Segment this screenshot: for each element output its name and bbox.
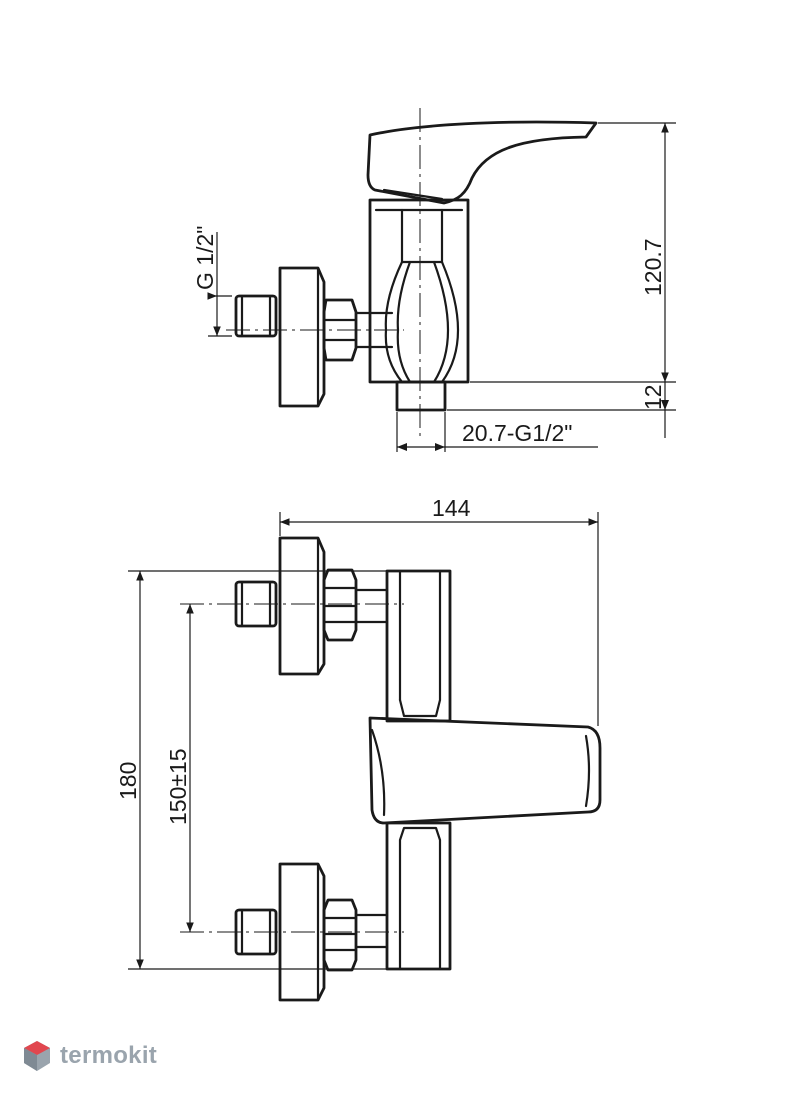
overall-width-label: 144 [432, 495, 471, 521]
logo-text: termokit [60, 1042, 158, 1069]
side-view: G 1/2" 120.7 12 20.7-G1/2" [192, 108, 676, 452]
front-spout [368, 716, 602, 825]
side-eccentric-connector [234, 294, 278, 338]
front-body-lower [385, 821, 452, 971]
side-lever-handle [366, 120, 598, 205]
front-view: 144 180 150±15 [115, 495, 602, 1002]
base-height-label: 12 [640, 384, 666, 410]
cube-logo-icon [24, 1041, 50, 1071]
overall-height-label: 180 [115, 762, 141, 800]
thread-size-label: G 1/2" [192, 226, 218, 290]
outlet-label: 20.7-G1/2" [462, 420, 572, 446]
side-cartridge [384, 208, 460, 384]
termokit-logo: termokit [22, 1036, 157, 1076]
height-top-label: 120.7 [640, 238, 666, 296]
center-distance-label: 150±15 [165, 748, 191, 825]
side-outlet [395, 380, 447, 412]
